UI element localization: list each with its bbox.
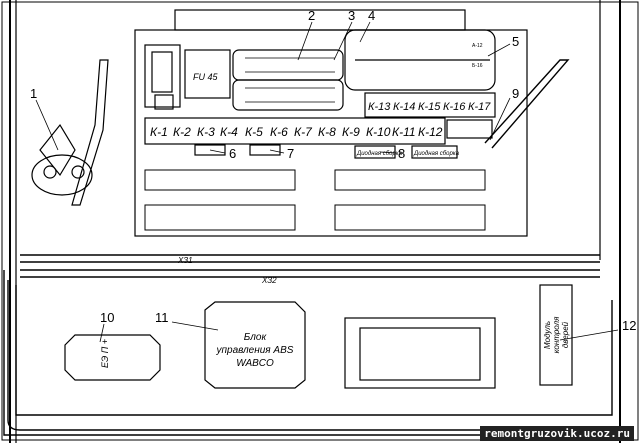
callout-5: 5 [512,34,519,49]
relay-label: К-6 [270,125,288,139]
relay-label: К-4 [220,125,238,139]
fuse-block-lower [232,79,344,111]
relay-label: К-1 [150,125,168,139]
door-module-text: Модуль контроля дверей [543,316,570,353]
fuse-block-right [344,29,496,91]
callout-9: 9 [512,86,519,101]
relay-row-top: К-13 К-14 К-15 К-16 К-17 [368,101,491,113]
callout-3: 3 [348,8,355,23]
blank-plate [344,317,496,389]
harness-label: ХЗ1 [177,256,193,265]
callout-2: 2 [308,8,315,23]
abs-line-3: WABCO [236,358,274,369]
relay-label: К-12 [418,125,443,139]
diode-block-label: Диодная сборка [356,151,403,157]
relay-label: К-10 [366,125,391,139]
watermark: remontgruzovik.ucoz.ru [480,426,634,441]
door-line-2: контроля [552,316,561,353]
small-box-text: ЕЭ П + [100,339,110,368]
component-10-box [64,334,161,381]
relay-label: К-7 [294,125,313,139]
callout-4: 4 [368,8,375,23]
door-module-box [539,284,573,386]
callout-7: 7 [287,146,294,161]
relay-row-bottom: К-1 К-2 К-3 К-4 К-5 К-6 К-7 К-8 К-9 К-10… [150,125,443,139]
fuse-block-upper [232,49,344,81]
relay-label: К-2 [173,125,191,139]
relay-label: К-16 [443,101,466,113]
abs-unit-text: Блок управления ABS WABCO [216,332,294,369]
callout-10: 10 [100,310,114,325]
relay-label: К-8 [318,125,336,139]
callout-1: 1 [30,86,37,101]
callout-8: 8 [398,146,405,161]
relay-label: К-15 [418,101,441,113]
relay-label: К-5 [245,125,263,139]
abs-line-2: управления ABS [216,345,294,356]
fuse-mark: Б-16 [472,63,483,69]
callout-11: 11 [155,310,169,325]
relay-label: К-14 [393,101,415,113]
callouts: 1 2 3 4 5 6 7 8 9 10 11 12 [30,8,636,333]
relay-label: К-13 [368,101,391,113]
door-line-3: дверей [561,321,570,348]
abs-line-1: Блок [244,332,268,343]
harness-label: ХЗ2 [261,276,277,285]
relay-label: К-17 [468,101,491,113]
relay-label: К-11 [392,125,416,139]
fuse-label: FU 45 [193,72,219,82]
relay-label: К-3 [197,125,215,139]
top-bracket [174,9,466,31]
diode-block-label: Диодная сборка [413,151,460,157]
abs-unit-box [204,301,306,389]
relay-row-frame [144,117,446,145]
relay-label: К-9 [342,125,360,139]
door-line-1: Модуль [543,321,552,349]
callout-6: 6 [229,146,236,161]
fuse-mark: А-12 [472,43,483,49]
callout-12: 12 [622,318,636,333]
